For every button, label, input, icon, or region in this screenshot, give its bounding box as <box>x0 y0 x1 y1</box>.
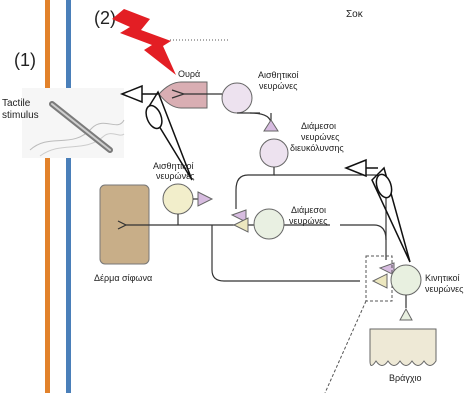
orange-bar <box>45 0 50 393</box>
synapse-left-a <box>197 191 214 207</box>
tail-shape <box>158 81 208 109</box>
motor-label-1: Κινητικοί <box>425 273 459 283</box>
interneuron-label-2: νευρώνες <box>289 216 328 226</box>
facilitating-label-3: διευκόλυνσης <box>290 143 344 153</box>
lightning-bolt-icon <box>112 9 176 75</box>
tail-label: Ουρά <box>178 69 200 79</box>
facilitating-interneuron <box>259 138 289 168</box>
sensory-top-label-1: Αισθητικοί <box>258 70 299 80</box>
facilitating-label-1: Διάμεσοι <box>301 121 336 131</box>
sensory-neuron-left <box>162 183 194 215</box>
facilitating-label-2: νευρώνες <box>301 132 340 142</box>
synapse-facilitating-a <box>230 209 247 223</box>
sensory-neuron-top <box>221 82 253 114</box>
sensory-left-label-2: νευρώνες <box>156 171 195 181</box>
synapse-facilitating-b <box>378 262 395 276</box>
sensory-left-label-1: Αισθητικοί <box>153 161 194 171</box>
synapse-left-b <box>232 217 249 233</box>
synapse-motor <box>399 307 413 321</box>
probe-icon <box>49 101 113 153</box>
marker-two: (2) <box>94 8 116 28</box>
electrode-icon <box>119 84 193 181</box>
marker-one: (1) <box>14 50 36 70</box>
zoom-box <box>365 255 393 302</box>
facilitating-axon <box>235 167 275 209</box>
siphon-skin-label: Δέρμα σίφωνα <box>94 273 152 283</box>
electrode-icon-right <box>343 158 411 263</box>
interneuron-label-1: Διάμεσοι <box>291 205 326 215</box>
gill-label: Βράγχιο <box>389 373 422 383</box>
gill-shape <box>369 328 437 366</box>
interneuron <box>253 208 285 240</box>
synapse-interneuron <box>371 273 388 289</box>
blue-bar <box>66 0 71 393</box>
motor-label-2: νευρώνες <box>425 284 464 294</box>
stimulus-label-line2: stimulus <box>2 110 39 121</box>
title: Σοκ <box>346 9 364 20</box>
motor-neuron <box>390 264 422 296</box>
tactile-stimulus-inset: Tactile stimulus <box>2 88 125 158</box>
synapse-top <box>263 119 279 132</box>
stimulus-label-line1: Tactile <box>2 98 31 109</box>
sensory-top-label-2: νευρώνες <box>259 81 298 91</box>
